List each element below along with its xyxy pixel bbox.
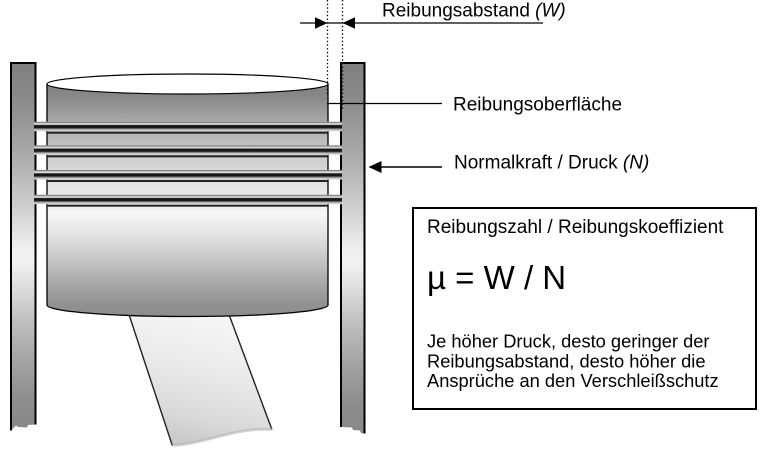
svg-text:Normalkraft / Druck (N): Normalkraft / Druck (N) (454, 153, 649, 174)
svg-text:Reibungsabstand, desto höher d: Reibungsabstand, desto höher die (427, 351, 706, 372)
svg-text:Reibungsabstand (W): Reibungsabstand (W) (382, 1, 566, 22)
svg-text:Je höher Druck, desto geringer: Je höher Druck, desto geringer der (427, 331, 710, 352)
svg-text:Reibungszahl / Reibungskoeffiz: Reibungszahl / Reibungskoeffizient (427, 217, 724, 238)
svg-text:Reibungsoberfläche: Reibungsoberfläche (453, 95, 622, 116)
svg-text:Ansprüche an den Verschleißsch: Ansprüche an den Verschleißschutz (427, 370, 719, 391)
svg-text:µ = W / N: µ = W / N (427, 259, 566, 296)
